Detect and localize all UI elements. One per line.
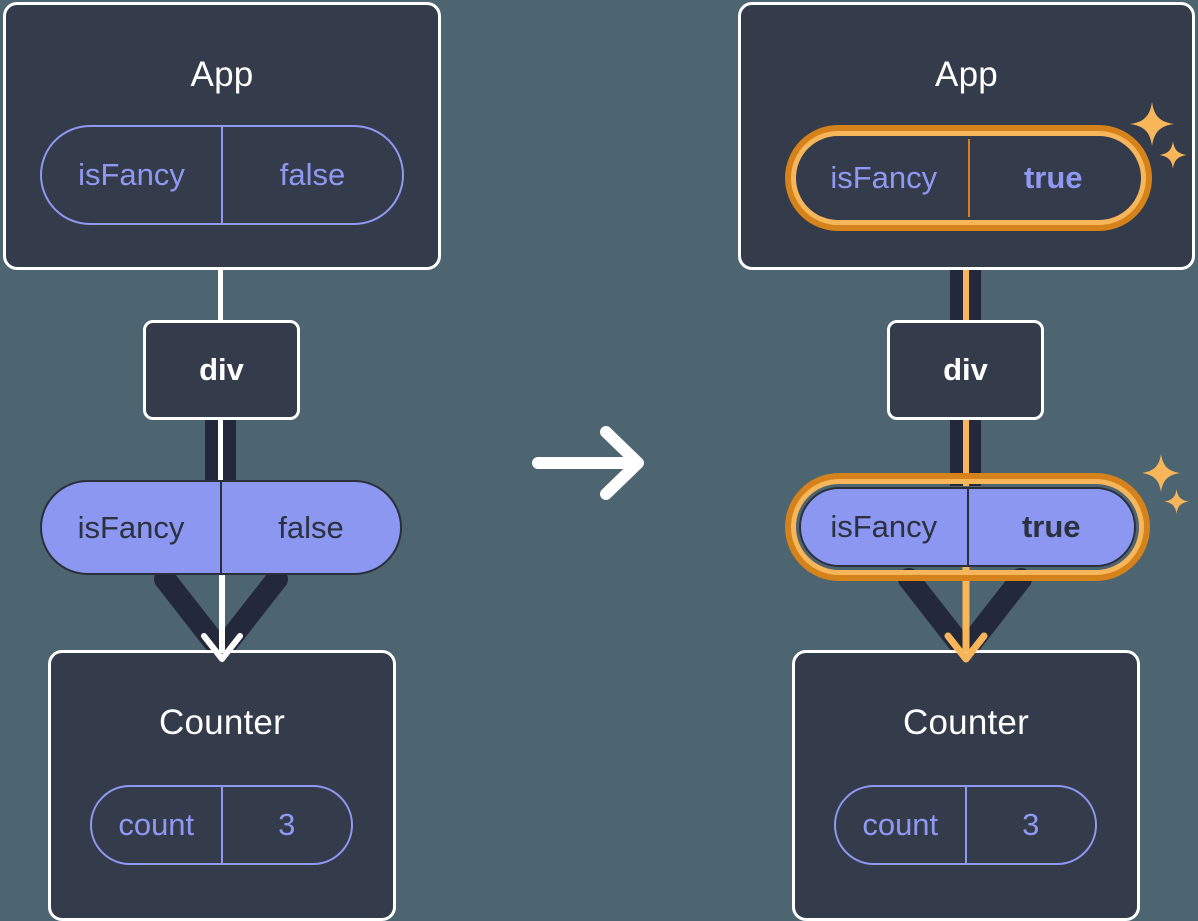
prop-key: isFancy: [801, 489, 969, 565]
state-key: isFancy: [42, 127, 223, 223]
state-key: isFancy: [800, 139, 970, 217]
wire-app-to-div-before: [218, 268, 223, 320]
div-node-label: div: [199, 352, 244, 387]
sparkle-icon-small: [1164, 489, 1189, 514]
prop-pill-after[interactable]: isFancy true: [799, 487, 1136, 567]
sparkle-icon-small: [1159, 141, 1187, 169]
prop-pill-before[interactable]: isFancy false: [40, 480, 402, 575]
prop-value: true: [1021, 509, 1081, 544]
counter-card-title-after: Counter: [903, 703, 1029, 742]
counter-key: count: [92, 787, 223, 863]
counter-state-pill-before[interactable]: count 3: [90, 785, 353, 865]
highlight-ring-prop-after: [785, 473, 1150, 581]
sparkle-icon: [1130, 102, 1174, 146]
counter-value: 3: [1022, 807, 1040, 842]
app-state-pill-before[interactable]: isFancy false: [40, 125, 404, 225]
counter-key: count: [836, 787, 967, 863]
div-node-before: div: [143, 320, 300, 420]
app-card-title-before: App: [190, 55, 254, 94]
div-node-after: div: [887, 320, 1044, 420]
counter-state-pill-after[interactable]: count 3: [834, 785, 1097, 865]
counter-card-title-before: Counter: [159, 703, 285, 742]
transition-arrow-icon: [532, 426, 644, 500]
arrow-core-before: [201, 566, 243, 662]
state-value: true: [1023, 160, 1083, 195]
app-state-pill-after[interactable]: isFancy true: [800, 139, 1137, 217]
arrow-core-after: [944, 566, 988, 663]
wire-div-to-prop-before: [205, 416, 236, 486]
div-node-label: div: [943, 352, 988, 387]
app-card-title-after: App: [935, 55, 998, 94]
sparkle-icon: [1141, 453, 1181, 493]
prop-key: isFancy: [42, 482, 222, 573]
prop-value: false: [278, 509, 344, 545]
counter-value: 3: [278, 807, 296, 842]
state-value: false: [279, 157, 346, 192]
highlight-ring-app-after: [785, 125, 1152, 231]
